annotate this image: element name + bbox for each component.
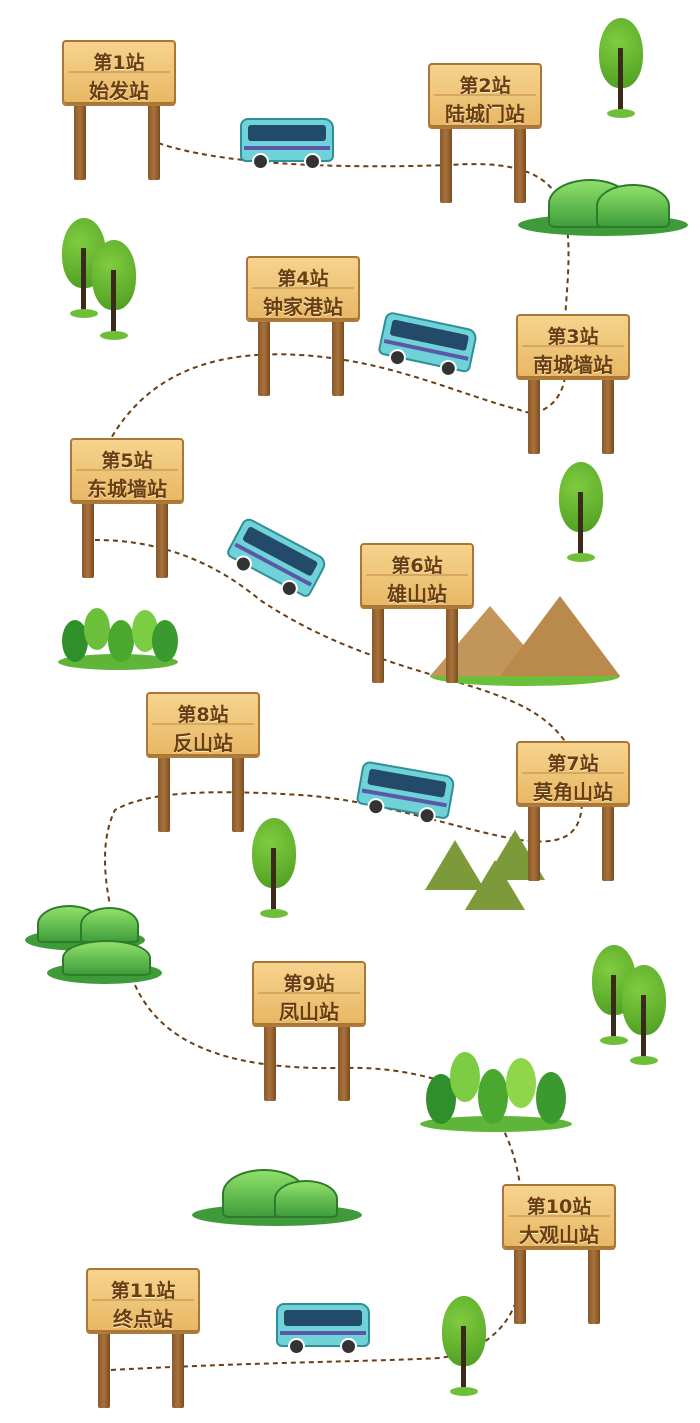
station-sign-7: 第7站 莫角山站 (516, 733, 630, 883)
station-sign-5: 第5站 东城墙站 (70, 430, 184, 580)
bus-icon (240, 118, 334, 170)
station-name: 莫角山站 (533, 780, 613, 804)
tree-icon (90, 240, 140, 340)
station-number: 第2站 (459, 75, 511, 97)
tree-icon (597, 18, 647, 118)
station-sign-4: 第4站 钟家港站 (246, 248, 360, 398)
station-sign-8: 第8站 反山站 (146, 684, 260, 834)
tree-icon (250, 818, 300, 918)
sign-board: 第1站 始发站 (62, 40, 176, 104)
mountain-icon (430, 590, 620, 686)
station-name: 始发站 (89, 79, 149, 103)
station-number: 第9站 (283, 973, 335, 995)
sign-board: 第6站 雄山站 (360, 543, 474, 607)
sign-board: 第2站 陆城门站 (428, 63, 542, 127)
grove-icon (58, 585, 178, 670)
bus-icon (276, 1303, 370, 1355)
sign-board: 第9站 凤山站 (252, 961, 366, 1025)
station-name: 东城墙站 (87, 477, 167, 501)
sign-board: 第5站 东城墙站 (70, 438, 184, 502)
station-name: 钟家港站 (263, 295, 343, 319)
station-number: 第6站 (391, 555, 443, 577)
station-sign-9: 第9站 凤山站 (252, 953, 366, 1103)
station-number: 第8站 (177, 704, 229, 726)
station-name: 反山站 (173, 731, 233, 755)
tree-icon (620, 965, 670, 1065)
tree-icon (440, 1296, 490, 1396)
station-sign-10: 第10站 大观山站 (502, 1176, 616, 1326)
sign-board: 第8站 反山站 (146, 692, 260, 756)
sign-board: 第11站 终点站 (86, 1268, 200, 1332)
station-number: 第11站 (110, 1280, 176, 1302)
station-name: 南城墙站 (533, 353, 613, 377)
station-name: 凤山站 (279, 1000, 339, 1024)
sign-board: 第3站 南城墙站 (516, 314, 630, 378)
station-name: 大观山站 (519, 1223, 599, 1247)
station-sign-11: 第11站 终点站 (86, 1260, 200, 1410)
station-number: 第10站 (526, 1196, 592, 1218)
hill-icon (518, 168, 688, 236)
station-number: 第7站 (547, 753, 599, 775)
station-number: 第1站 (93, 52, 145, 74)
station-name: 陆城门站 (445, 102, 525, 126)
tree-icon (557, 462, 607, 562)
sign-board: 第4站 钟家港站 (246, 256, 360, 320)
sign-board: 第7站 莫角山站 (516, 741, 630, 805)
station-sign-2: 第2站 陆城门站 (428, 55, 542, 205)
grove-icon (420, 1022, 572, 1132)
sign-board: 第10站 大观山站 (502, 1184, 616, 1248)
station-number: 第5站 (101, 450, 153, 472)
hill-icon (192, 1160, 362, 1226)
hill-icon (47, 932, 162, 984)
station-number: 第4站 (277, 268, 329, 290)
station-name: 终点站 (113, 1307, 173, 1331)
station-sign-6: 第6站 雄山站 (360, 535, 474, 685)
station-sign-3: 第3站 南城墙站 (516, 306, 630, 456)
station-sign-1: 第1站 始发站 (62, 32, 176, 182)
station-name: 雄山站 (387, 582, 447, 606)
station-number: 第3站 (547, 326, 599, 348)
